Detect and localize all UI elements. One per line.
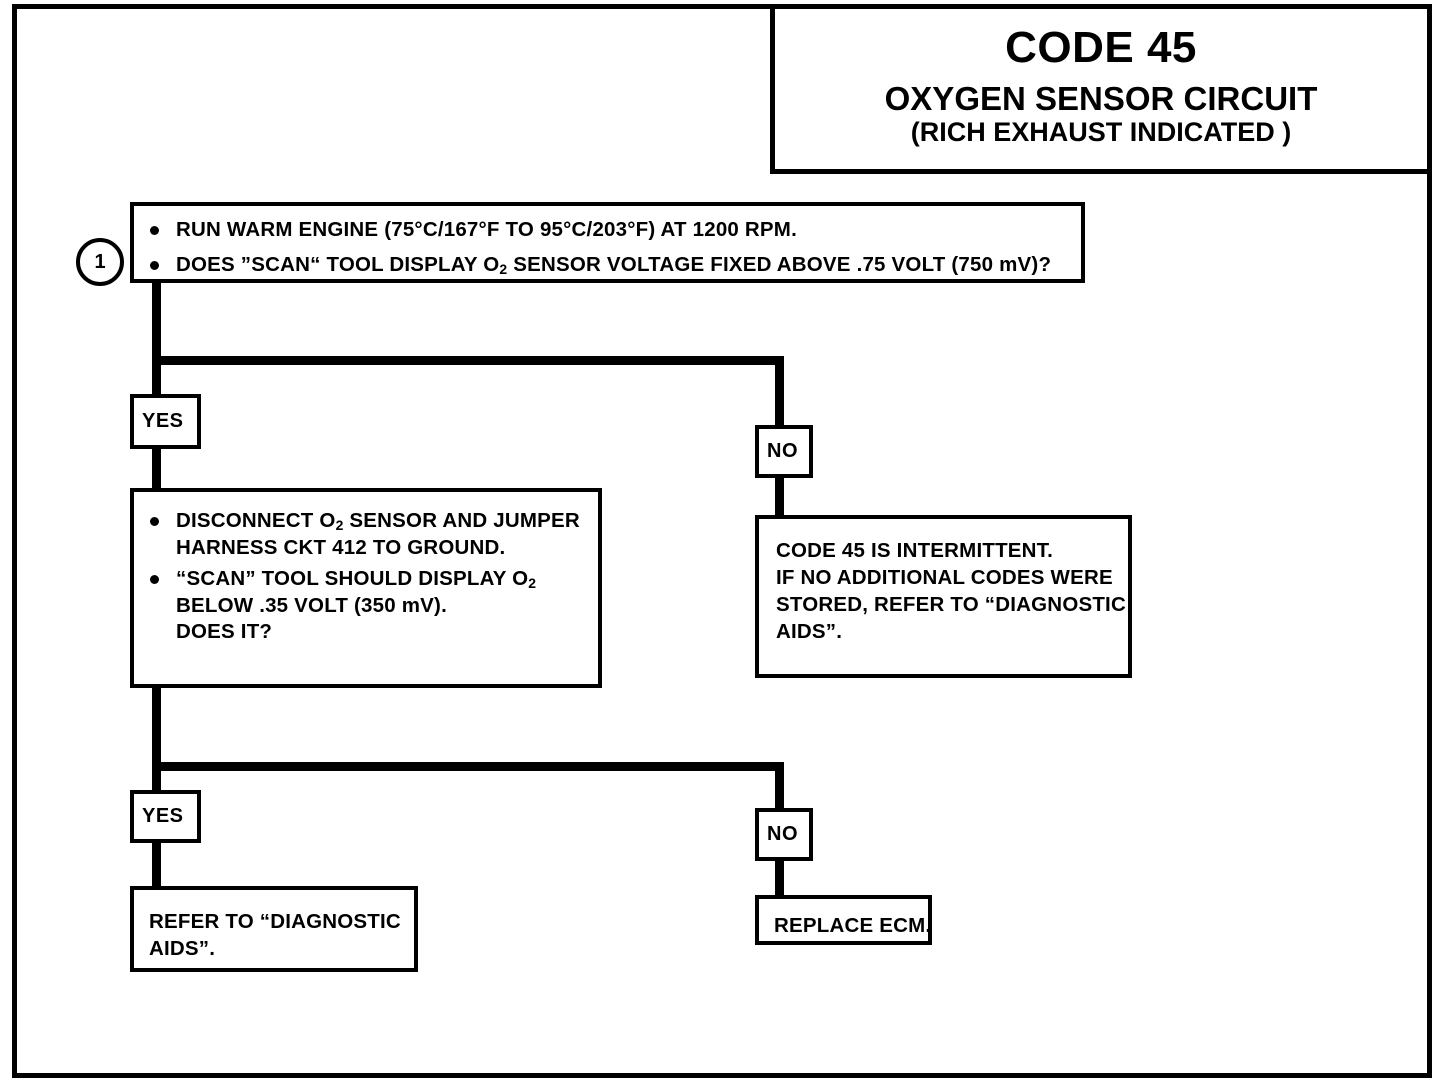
title-subtitle: OXYGEN SENSOR CIRCUIT bbox=[884, 80, 1318, 118]
step1-bullet-2-text-a: DOES ”SCAN“ TOOL DISPLAY O bbox=[176, 252, 500, 276]
step2-bullet-1-line2: HARNESS CKT 412 TO GROUND. bbox=[176, 535, 506, 559]
connector-to-no-lower bbox=[775, 762, 784, 812]
connector-to-no-upper bbox=[775, 356, 784, 429]
step2-bullet-2: “SCAN” TOOL SHOULD DISPLAY O2 BELOW .35 … bbox=[134, 566, 598, 644]
step2-bullet-2-line3: DOES IT? bbox=[176, 619, 273, 643]
branch-label-no-lower-text: NO bbox=[767, 823, 798, 845]
title-subtitle-condition: (RICH EXHAUST INDICATED ) bbox=[910, 117, 1292, 148]
branch-label-no-upper: NO bbox=[755, 425, 813, 478]
branch-label-yes-upper: YES bbox=[130, 394, 201, 449]
step2-bullet-2-subscript: 2 bbox=[528, 575, 537, 592]
page-title: CODE 45 bbox=[1005, 23, 1197, 72]
step2-bullet-1-subscript: 2 bbox=[335, 517, 344, 534]
step1-instruction-box: RUN WARM ENGINE (75°C/167°F TO 95°C/203°… bbox=[130, 202, 1085, 283]
refer-aids-line-1: REFER TO “DIAGNOSTIC bbox=[149, 910, 401, 933]
step-marker-1: 1 bbox=[76, 238, 124, 286]
step2-instruction-box: DISCONNECT O2 SENSOR AND JUMPER HARNESS … bbox=[130, 488, 602, 688]
connector-step1-down bbox=[152, 283, 161, 363]
step1-bullet-1-text: RUN WARM ENGINE (75°C/167°F TO 95°C/203°… bbox=[176, 218, 797, 241]
connector-to-yes-upper bbox=[152, 356, 161, 398]
connector-to-yes-lower bbox=[152, 762, 161, 795]
connector-no-upper-down bbox=[775, 475, 784, 517]
connector-no-lower-down bbox=[775, 858, 784, 898]
connector-step2-down bbox=[152, 688, 161, 770]
step2-bullet-1: DISCONNECT O2 SENSOR AND JUMPER HARNESS … bbox=[134, 508, 598, 560]
step1-bullet-2-text-b: SENSOR VOLTAGE FIXED ABOVE .75 VOLT (750… bbox=[507, 252, 1052, 276]
intermittent-line-3: STORED, REFER TO “DIAGNOSTIC bbox=[776, 593, 1126, 617]
step1-bullet-2: DOES ”SCAN“ TOOL DISPLAY O2 SENSOR VOLTA… bbox=[134, 252, 1081, 279]
branch-label-no-lower: NO bbox=[755, 808, 813, 861]
intermittent-line-1: CODE 45 IS INTERMITTENT. bbox=[776, 539, 1054, 562]
step2-bullet-1-text-b: SENSOR AND JUMPER bbox=[343, 509, 580, 532]
intermittent-line-4: AIDS”. bbox=[776, 620, 843, 644]
refer-aids-line-2: AIDS”. bbox=[149, 937, 216, 961]
intermittent-line-2: IF NO ADDITIONAL CODES WERE bbox=[776, 566, 1113, 590]
branch-label-yes-lower: YES bbox=[130, 790, 201, 843]
branch-label-yes-upper-text: YES bbox=[142, 410, 184, 432]
title-block: CODE 45 OXYGEN SENSOR CIRCUIT (RICH EXHA… bbox=[770, 4, 1432, 174]
branch-label-no-upper-text: NO bbox=[767, 440, 798, 462]
replace-ecm-result-box: REPLACE ECM. bbox=[755, 895, 932, 945]
step2-bullet-1-text-a: DISCONNECT O bbox=[176, 509, 336, 532]
step-marker-1-label: 1 bbox=[94, 250, 106, 273]
step2-bullet-2-line2: BELOW .35 VOLT (350 mV). bbox=[176, 594, 447, 618]
step2-bullet-2-text-a: “SCAN” TOOL SHOULD DISPLAY O bbox=[176, 567, 529, 591]
intermittent-result-box: CODE 45 IS INTERMITTENT. IF NO ADDITIONA… bbox=[755, 515, 1132, 678]
connector-yes-upper-down bbox=[152, 446, 161, 492]
replace-ecm-line-1: REPLACE ECM. bbox=[774, 914, 932, 937]
connector-split-lower bbox=[152, 762, 784, 771]
step1-bullet-1: RUN WARM ENGINE (75°C/167°F TO 95°C/203°… bbox=[134, 217, 1081, 243]
refer-aids-result-box: REFER TO “DIAGNOSTIC AIDS”. bbox=[130, 886, 418, 972]
connector-split-upper bbox=[152, 356, 784, 365]
connector-yes-lower-down bbox=[152, 840, 161, 890]
step1-bullet-2-subscript: 2 bbox=[499, 260, 508, 277]
branch-label-yes-lower-text: YES bbox=[142, 805, 184, 827]
page-border bbox=[12, 4, 1432, 1078]
